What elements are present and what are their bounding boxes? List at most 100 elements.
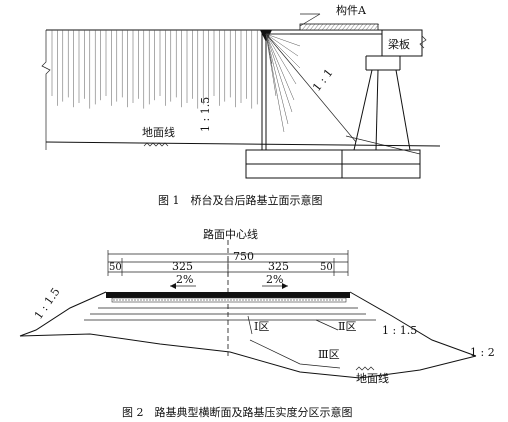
gravel-dot — [341, 299, 343, 301]
gravel-dot — [206, 299, 208, 301]
drawing-line — [361, 23, 368, 31]
drawing-line — [373, 23, 380, 31]
dim-total: 750 — [233, 250, 254, 263]
component-a-hatch — [301, 23, 380, 31]
gravel-dot — [158, 299, 160, 301]
drawing-line — [265, 33, 301, 47]
gravel-dot — [260, 299, 262, 301]
dim-right-lane: 325 — [268, 260, 289, 273]
gravel-dot — [113, 299, 115, 301]
drawing-line — [329, 23, 336, 31]
figure1-caption: 图 1 桥台及台后路基立面示意图 — [158, 193, 323, 207]
embankment-section — [19, 291, 477, 379]
gravel-dot — [185, 299, 187, 301]
gravel-dot — [236, 299, 238, 301]
drawing-line — [265, 33, 277, 97]
gravel-dot — [200, 299, 202, 301]
drawing-line — [265, 33, 295, 101]
drawing-line — [369, 23, 376, 31]
figure1-elevation-diagram: 构件A 梁板 1 : 1 1 : 1.5 — [41, 3, 441, 207]
gravel-dot — [281, 299, 283, 301]
gravel-dot — [293, 299, 295, 301]
dim-right-edge: 50 — [320, 262, 333, 273]
centerline-label: 路面中心线 — [203, 227, 258, 241]
gravel-dot — [134, 299, 136, 301]
drawing-line — [365, 23, 372, 31]
gravel-dot — [290, 299, 292, 301]
gravel-dot — [212, 299, 214, 301]
gravel-dot — [197, 299, 199, 301]
gravel-dot — [308, 299, 310, 301]
embankment-pile-lines — [51, 30, 258, 109]
gravel-dot — [287, 299, 289, 301]
drawing-line — [309, 23, 316, 31]
gravel-dot — [194, 299, 196, 301]
gravel-dot — [254, 299, 256, 301]
gravel-dot — [119, 299, 121, 301]
gravel-dot — [128, 299, 130, 301]
component-a-label: 构件A — [336, 3, 367, 17]
drawing-line — [265, 33, 357, 143]
drawing-line — [305, 23, 312, 31]
gravel-dot — [146, 299, 148, 301]
gravel-dot — [263, 299, 265, 301]
drawing-line — [317, 23, 324, 31]
pavement-layers — [106, 292, 350, 303]
gravel-dot — [305, 299, 307, 301]
gravel-dot — [149, 299, 151, 301]
gravel-dot — [272, 299, 274, 301]
gravel-dot — [314, 299, 316, 301]
figure2-caption: 图 2 路基典型横断面及路基压实度分区示意图 — [122, 405, 353, 419]
gravel-dot — [215, 299, 217, 301]
abutment — [245, 30, 421, 179]
gravel-dot — [188, 299, 190, 301]
dim-left-lane: 325 — [172, 260, 193, 273]
dimension-lines: 750 50 325 325 50 — [107, 250, 349, 276]
gravel-dot — [329, 299, 331, 301]
gravel-dot — [167, 299, 169, 301]
gravel-dot — [299, 299, 301, 301]
gravel-dot — [245, 299, 247, 301]
crossfall-left: 2% — [176, 273, 193, 286]
zone-2-label: Ⅱ区 — [338, 320, 356, 333]
gravel-dot — [221, 299, 223, 301]
gravel-dot — [191, 299, 193, 301]
zone-1-label: Ⅰ区 — [254, 320, 269, 333]
gravel-dot — [251, 299, 253, 301]
gravel-dot — [257, 299, 259, 301]
gravel-dot — [218, 299, 220, 301]
gravel-dot — [302, 299, 304, 301]
drawing-line — [349, 23, 356, 31]
gravel-dot — [122, 299, 124, 301]
slope-right-label: 1 : 1.5 — [382, 324, 417, 337]
gravel-dot — [155, 299, 157, 301]
drawing-line — [345, 23, 352, 31]
gravel-dot — [275, 299, 277, 301]
drawing-line — [357, 23, 364, 31]
gravel-dot — [140, 299, 142, 301]
drawing-line — [337, 23, 344, 31]
drawing-line — [265, 33, 301, 69]
gravel-dot — [164, 299, 166, 301]
drawing-line — [341, 23, 348, 31]
gravel-dot — [311, 299, 313, 301]
drawing-line — [265, 33, 293, 113]
drawing-line — [325, 23, 332, 31]
pavement-gravel-pattern — [113, 299, 343, 301]
gravel-dot — [284, 299, 286, 301]
gravel-dot — [224, 299, 226, 301]
gravel-dot — [143, 299, 145, 301]
drawing-line — [333, 23, 340, 31]
drawing-line — [313, 23, 320, 31]
slope-1-1-label: 1 : 1 — [310, 66, 335, 93]
gravel-dot — [116, 299, 118, 301]
slope-fan-lines — [265, 33, 357, 143]
beam-slab-label: 梁板 — [388, 37, 410, 51]
gravel-dot — [323, 299, 325, 301]
dim-left-edge: 50 — [109, 262, 122, 273]
gravel-dot — [326, 299, 328, 301]
drawing-line — [265, 33, 273, 65]
gravel-dot — [137, 299, 139, 301]
gravel-dot — [248, 299, 250, 301]
